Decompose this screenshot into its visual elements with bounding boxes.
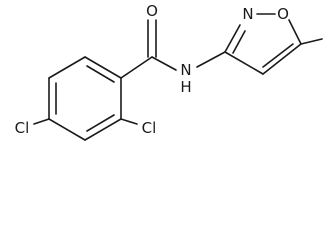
- bond-isoxazole-c3-n2-inner: [232, 30, 246, 54]
- bond-isoxazole-c4-c3: [224, 51, 264, 75]
- bond-ring-to-carbonyl: [120, 56, 153, 79]
- bond-benzene-inner-2: [86, 114, 115, 132]
- bond-benzene-c4-c5: [48, 118, 86, 141]
- atom-label-ring-nitrogen: N: [242, 5, 253, 23]
- atom-labels: O N H N O Cl Cl: [15, 2, 289, 137]
- atom-label-amide-nitrogen: N: [180, 61, 191, 79]
- bond-benzene-c1-c2: [84, 56, 122, 79]
- bond-isoxazole-o1-c5: [288, 19, 302, 45]
- bond-isoxazole-c3-n2: [224, 24, 241, 53]
- bonds: [33, 13, 323, 141]
- bond-nitrogen-to-isoxazole: [196, 51, 226, 68]
- bond-benzene-c6-c1: [48, 56, 86, 79]
- bond-isoxazole-c5-c4: [262, 43, 302, 75]
- atom-label-chlorine-para: Cl: [15, 119, 30, 137]
- bond-carbonyl-to-nitrogen: [151, 56, 177, 71]
- bond-isoxazole-c5-c4-inner: [262, 43, 294, 68]
- atom-label-chlorine-ortho: Cl: [142, 119, 157, 137]
- atom-label-carbonyl-oxygen: O: [146, 2, 158, 20]
- bond-isoxazole-to-methyl: [300, 38, 323, 45]
- bond-ring-to-chlorine-ortho: [120, 118, 138, 125]
- atom-label-amide-hydrogen: H: [180, 78, 191, 96]
- bond-ring-to-chlorine-para: [33, 118, 50, 125]
- atom-label-ring-oxygen: O: [277, 5, 289, 23]
- bond-benzene-c3-c4: [84, 118, 122, 141]
- chemical-structure: O N H N O Cl Cl: [15, 2, 323, 141]
- bond-benzene-inner-1: [86, 65, 115, 83]
